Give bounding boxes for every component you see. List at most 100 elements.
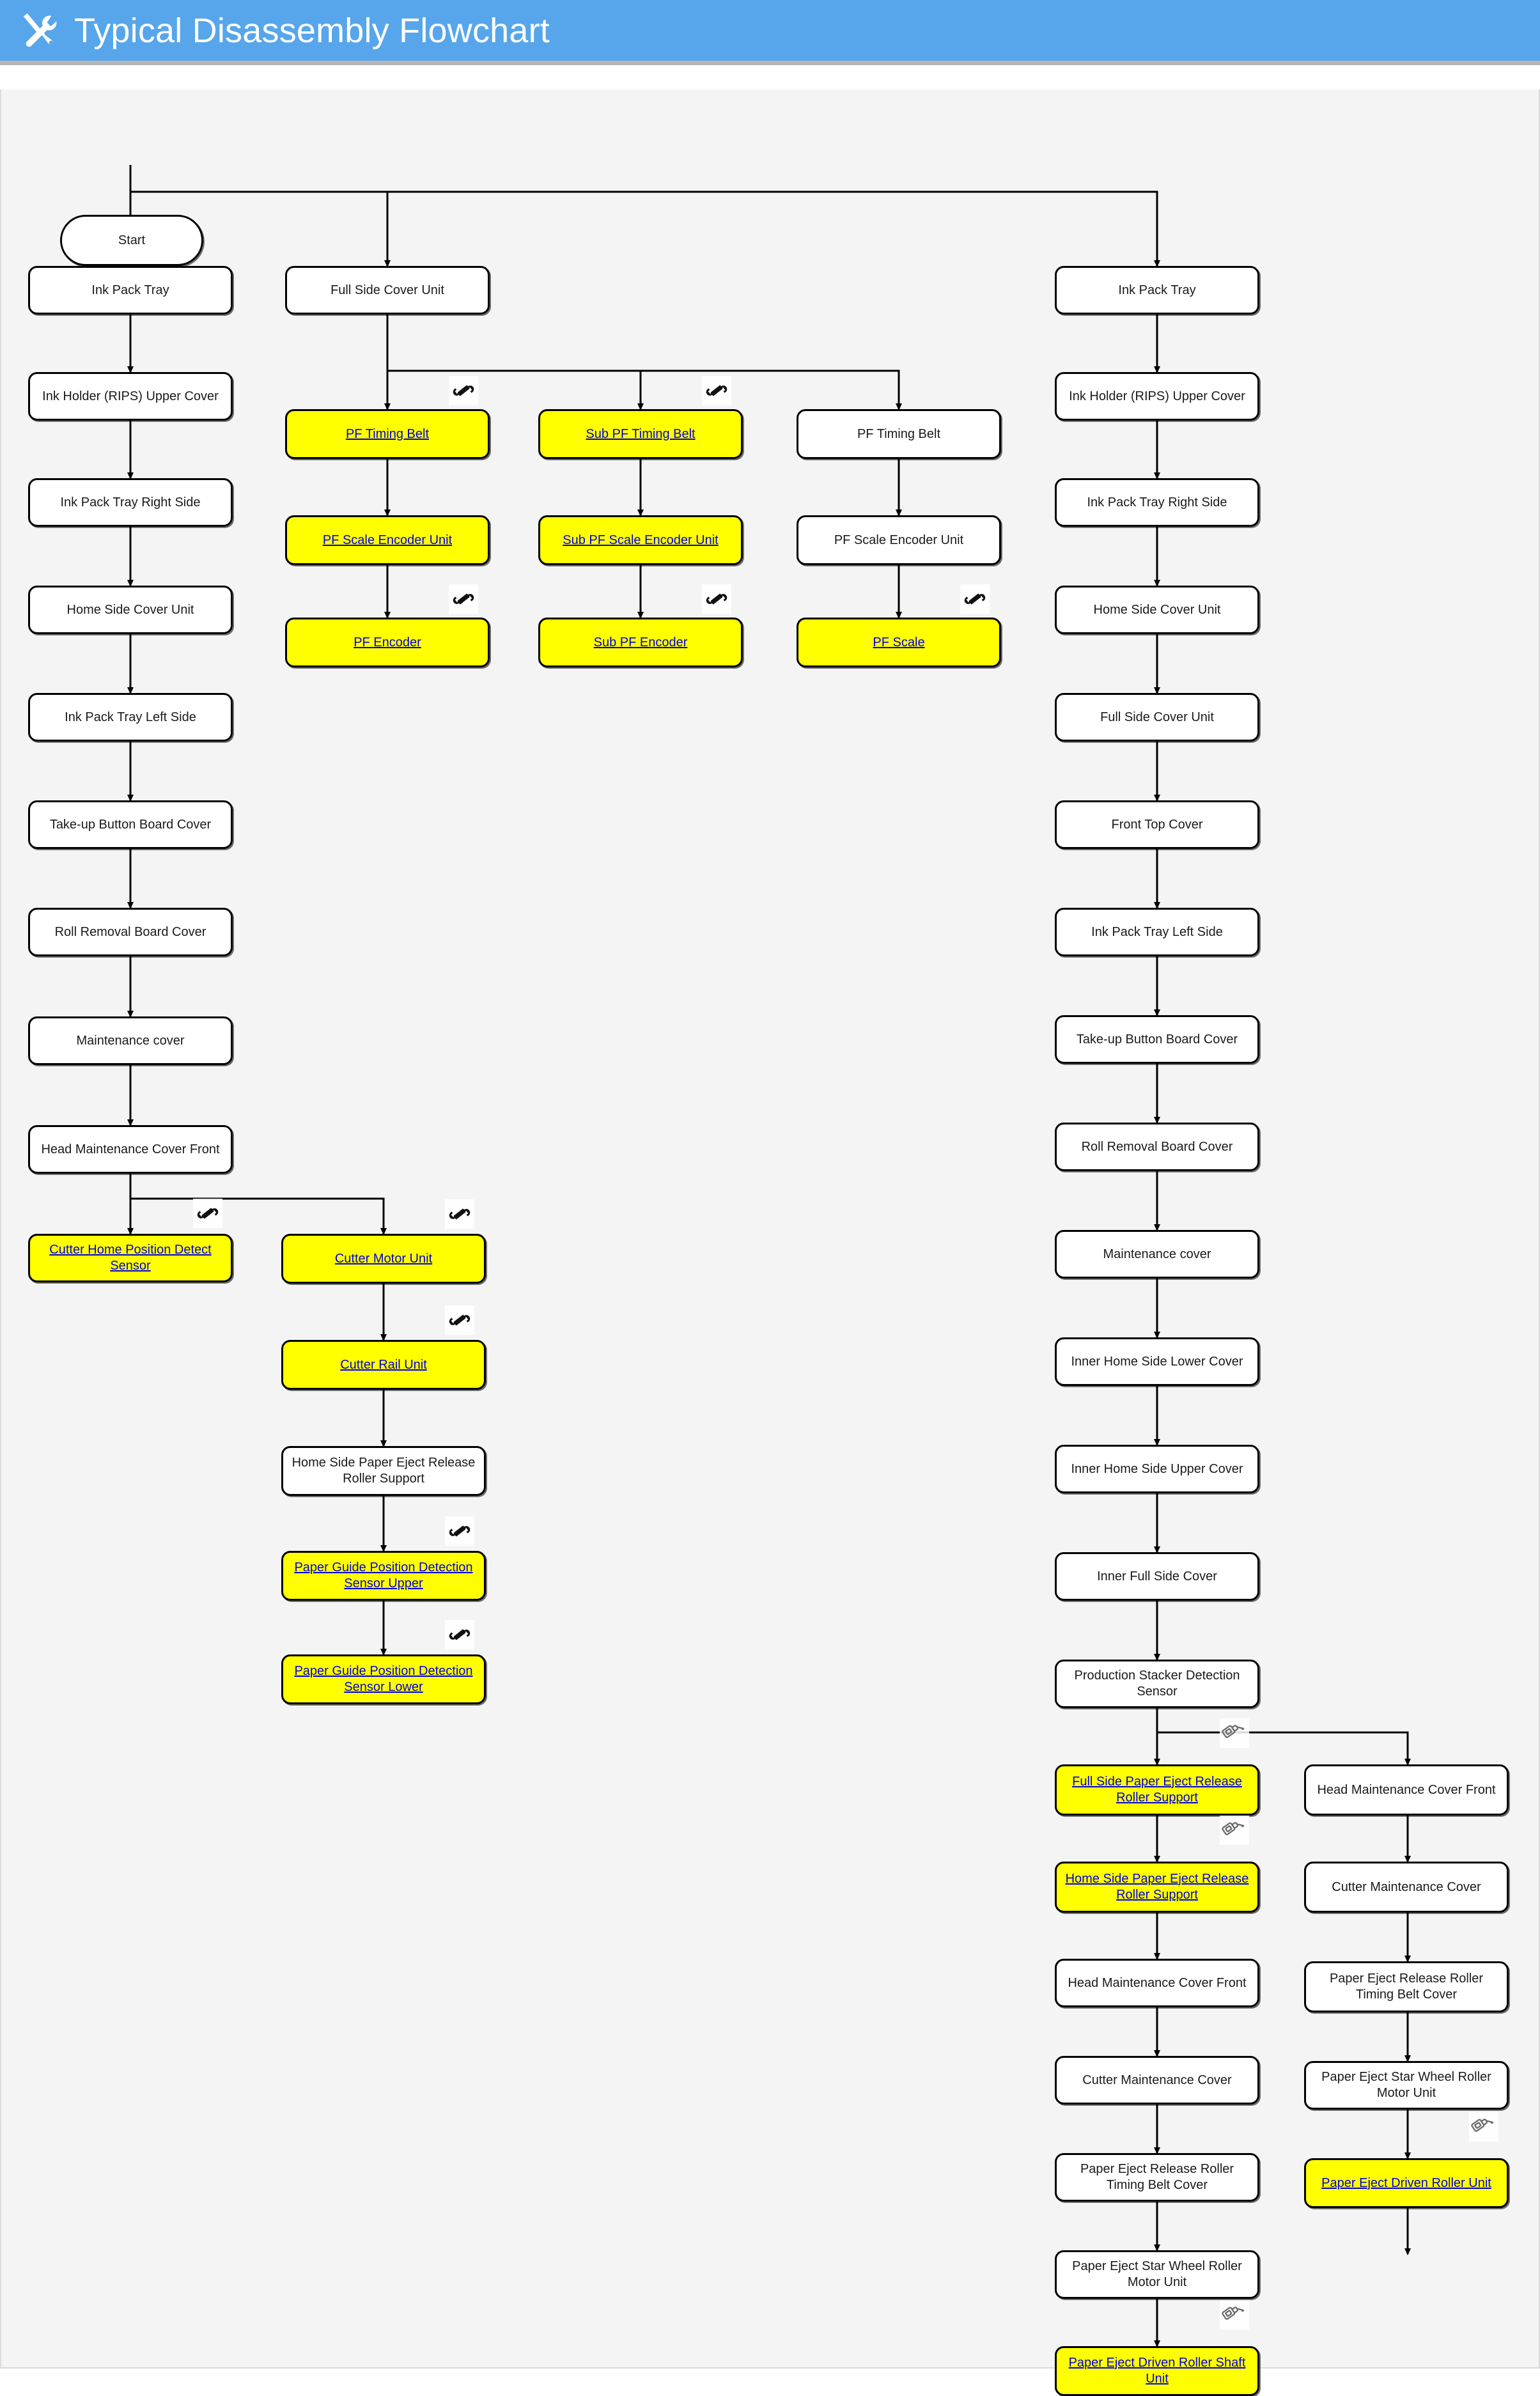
node-cutter-rail-unit[interactable]: Cutter Rail Unit	[281, 1340, 486, 1390]
node-ink-pack-tray-right-side-c5[interactable]: Ink Pack Tray Right Side	[1055, 478, 1259, 527]
node-sub-pf-timing-belt[interactable]: Sub PF Timing Belt	[538, 409, 743, 459]
node-ink-pack-tray-c5[interactable]: Ink Pack Tray	[1055, 266, 1259, 315]
node-label: Ink Pack Tray Left Side	[65, 710, 196, 724]
node-label: Ink Pack Tray Right Side	[1087, 495, 1227, 510]
node-roll-removal-board-cover-c1[interactable]: Roll Removal Board Cover	[28, 908, 233, 956]
node-label: Paper Eject Release Roller Timing Belt C…	[1329, 1972, 1484, 2002]
wrench-icon	[193, 1199, 222, 1228]
node-head-maintenance-cover-front-c5[interactable]: Head Maintenance Cover Front	[1055, 1959, 1259, 2007]
node-label: Sub PF Scale Encoder Unit	[563, 533, 719, 547]
node-label: Cutter Maintenance Cover	[1332, 1879, 1481, 1894]
node-head-maintenance-cover-front-c6[interactable]: Head Maintenance Cover Front	[1304, 1764, 1509, 1816]
node-ink-pack-tray-left-side-c5[interactable]: Ink Pack Tray Left Side	[1055, 908, 1259, 956]
tools-wrench-screwdriver-icon	[19, 11, 59, 51]
node-label: PF Scale Encoder Unit	[834, 533, 964, 547]
oiler-grease-icon	[1469, 2112, 1498, 2142]
node-label: Inner Home Side Upper Cover	[1071, 1461, 1243, 1476]
node-pf-scale-encoder-unit[interactable]: PF Scale Encoder Unit	[285, 515, 490, 565]
node-label: Take-up Button Board Cover	[49, 817, 212, 832]
node-production-stacker-detection-sensor[interactable]: Production Stacker Detection Sensor	[1055, 1660, 1259, 1708]
node-cutter-maintenance-cover-c6[interactable]: Cutter Maintenance Cover	[1304, 1862, 1509, 1913]
node-start[interactable]: Start	[60, 215, 203, 266]
node-label: Paper Guide Position Detection Sensor Lo…	[294, 1664, 473, 1694]
wrench-icon	[445, 1305, 474, 1335]
node-cutter-motor-unit[interactable]: Cutter Motor Unit	[281, 1234, 486, 1284]
node-label: Production Stacker Detection Sensor	[1074, 1669, 1240, 1699]
node-sub-pf-encoder[interactable]: Sub PF Encoder	[538, 618, 743, 667]
node-home-side-paper-eject-release-roller-support-c2[interactable]: Home Side Paper Eject Release Roller Sup…	[281, 1446, 486, 1496]
node-paper-guide-position-detection-sensor-lower[interactable]: Paper Guide Position Detection Sensor Lo…	[281, 1654, 486, 1704]
oiler-grease-icon	[1220, 1718, 1249, 1748]
node-home-side-paper-eject-release-roller-support-c5[interactable]: Home Side Paper Eject Release Roller Sup…	[1055, 1862, 1259, 1913]
node-label: Sub PF Timing Belt	[586, 426, 696, 441]
node-label: Head Maintenance Cover Front	[41, 1142, 220, 1156]
wrench-icon	[449, 376, 478, 405]
node-full-side-cover-unit-c2[interactable]: Full Side Cover Unit	[285, 266, 490, 315]
oiler-grease-icon	[1220, 2300, 1249, 2330]
node-label: Front Top Cover	[1111, 817, 1203, 832]
node-label: Cutter Maintenance Cover	[1082, 2073, 1232, 2087]
node-inner-full-side-cover[interactable]: Inner Full Side Cover	[1055, 1552, 1259, 1601]
node-label: Start	[118, 233, 146, 247]
node-label: Roll Removal Board Cover	[54, 924, 206, 939]
node-pf-scale-encoder-unit-c4[interactable]: PF Scale Encoder Unit	[797, 515, 1001, 565]
node-label: PF Timing Belt	[345, 426, 430, 441]
node-paper-eject-driven-roller-unit[interactable]: Paper Eject Driven Roller Unit	[1304, 2158, 1509, 2208]
node-label: Home Side Paper Eject Release Roller Sup…	[1065, 1872, 1249, 1902]
node-label: Paper Eject Star Wheel Roller Motor Unit	[1072, 2259, 1242, 2289]
node-cutter-maintenance-cover-c5[interactable]: Cutter Maintenance Cover	[1055, 2056, 1259, 2104]
node-label: Take-up Button Board Cover	[1076, 1032, 1238, 1046]
node-head-maintenance-cover-front-c1[interactable]: Head Maintenance Cover Front	[28, 1125, 233, 1174]
node-home-side-cover-unit-c1[interactable]: Home Side Cover Unit	[28, 586, 233, 634]
node-label: PF Scale	[873, 635, 925, 650]
node-label: PF Encoder	[354, 635, 421, 650]
node-label: Home Side Cover Unit	[1093, 602, 1221, 617]
node-takeup-button-board-cover-c1[interactable]: Take-up Button Board Cover	[28, 800, 233, 849]
node-label: Cutter Home Position Detect Sensor	[49, 1243, 212, 1273]
node-paper-guide-position-detection-sensor-upper[interactable]: Paper Guide Position Detection Sensor Up…	[281, 1551, 486, 1601]
node-home-side-cover-unit-c5[interactable]: Home Side Cover Unit	[1055, 586, 1259, 634]
app-titlebar: Typical Disassembly Flowchart	[0, 0, 1540, 65]
node-roll-removal-board-cover-c5[interactable]: Roll Removal Board Cover	[1055, 1123, 1259, 1171]
node-full-side-paper-eject-release-roller-support[interactable]: Full Side Paper Eject Release Roller Sup…	[1055, 1764, 1259, 1816]
node-pf-scale[interactable]: PF Scale	[797, 618, 1001, 667]
wrench-icon	[445, 1199, 474, 1229]
node-ink-pack-tray-right-side-c1[interactable]: Ink Pack Tray Right Side	[28, 478, 233, 527]
node-paper-eject-star-wheel-roller-motor-unit-c6[interactable]: Paper Eject Star Wheel Roller Motor Unit	[1304, 2061, 1509, 2110]
node-label: Ink Pack Tray	[91, 283, 169, 297]
node-paper-eject-driven-roller-shaft-unit[interactable]: Paper Eject Driven Roller Shaft Unit	[1055, 2346, 1259, 2396]
node-ink-holder-rips-upper-cover-c5[interactable]: Ink Holder (RIPS) Upper Cover	[1055, 372, 1259, 421]
oiler-grease-icon	[1220, 1816, 1249, 1845]
node-ink-pack-tray-left-side-c1[interactable]: Ink Pack Tray Left Side	[28, 693, 233, 742]
node-paper-eject-release-roller-timing-belt-cover-c5[interactable]: Paper Eject Release Roller Timing Belt C…	[1055, 2153, 1259, 2202]
node-front-top-cover[interactable]: Front Top Cover	[1055, 800, 1259, 849]
node-paper-eject-star-wheel-roller-motor-unit-c5[interactable]: Paper Eject Star Wheel Roller Motor Unit	[1055, 2250, 1259, 2299]
node-label: Inner Full Side Cover	[1097, 1569, 1217, 1583]
node-label: Maintenance cover	[1103, 1247, 1211, 1261]
node-sub-pf-scale-encoder-unit[interactable]: Sub PF Scale Encoder Unit	[538, 515, 743, 565]
node-label: Ink Pack Tray Right Side	[60, 495, 201, 510]
node-label: Paper Guide Position Detection Sensor Up…	[294, 1560, 473, 1591]
node-takeup-button-board-cover-c5[interactable]: Take-up Button Board Cover	[1055, 1015, 1259, 1064]
wrench-icon	[702, 584, 731, 614]
node-cutter-home-position-detect-sensor[interactable]: Cutter Home Position Detect Sensor	[28, 1234, 233, 1282]
node-ink-holder-rips-upper-cover-c1[interactable]: Ink Holder (RIPS) Upper Cover	[28, 372, 233, 421]
node-inner-home-side-lower-cover[interactable]: Inner Home Side Lower Cover	[1055, 1337, 1259, 1386]
flowchart-edges	[127, 165, 1411, 2347]
wrench-icon	[702, 376, 731, 405]
node-pf-timing-belt-c4[interactable]: PF Timing Belt	[797, 409, 1001, 459]
node-maintenance-cover-c5[interactable]: Maintenance cover	[1055, 1230, 1259, 1279]
node-full-side-cover-unit-c5[interactable]: Full Side Cover Unit	[1055, 693, 1259, 742]
node-pf-encoder[interactable]: PF Encoder	[285, 618, 490, 667]
node-label: Cutter Rail Unit	[340, 1357, 427, 1372]
node-inner-home-side-upper-cover[interactable]: Inner Home Side Upper Cover	[1055, 1445, 1259, 1493]
node-ink-pack-tray-c1[interactable]: Ink Pack Tray	[28, 266, 233, 315]
wrench-icon	[960, 584, 990, 614]
wrench-icon	[445, 1516, 474, 1546]
node-paper-eject-release-roller-timing-belt-cover-c6[interactable]: Paper Eject Release Roller Timing Belt C…	[1304, 1961, 1509, 2012]
node-label: Paper Eject Star Wheel Roller Motor Unit	[1321, 2070, 1491, 2100]
node-label: Maintenance cover	[76, 1033, 185, 1048]
node-pf-timing-belt[interactable]: PF Timing Belt	[285, 409, 490, 459]
node-label: Inner Home Side Lower Cover	[1071, 1354, 1243, 1369]
node-maintenance-cover-c1[interactable]: Maintenance cover	[28, 1016, 233, 1065]
